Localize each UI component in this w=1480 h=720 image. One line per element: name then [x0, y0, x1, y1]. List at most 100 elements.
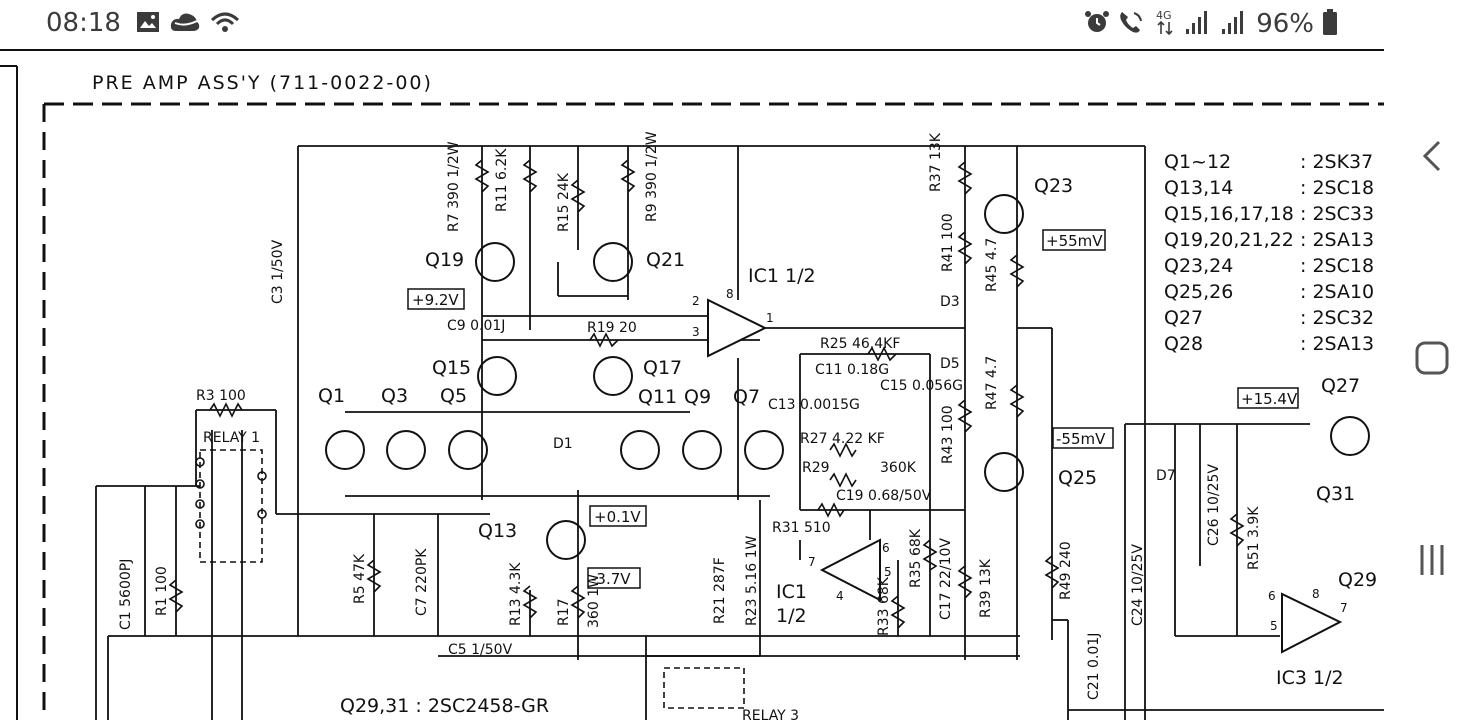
- resistor-label: R31 510: [772, 520, 831, 536]
- back-button[interactable]: [1402, 126, 1462, 186]
- parts-value: : 2SA13: [1300, 333, 1374, 355]
- parts-ref: Q19,20,21,22: [1164, 229, 1294, 251]
- resistor-label: R17: [556, 598, 572, 626]
- resistor-label: R25 46.4KF: [820, 336, 900, 352]
- transistor-label: Q27: [1321, 375, 1360, 397]
- capacitor-label: C3 1/50V: [270, 239, 286, 304]
- 4g-data-icon: 4G: [1154, 8, 1176, 40]
- resistor-label: R19 20: [587, 320, 637, 336]
- transistor-label: Q25: [1058, 467, 1097, 489]
- capacitor-label: C11 0.18G: [815, 362, 889, 378]
- volte-call-icon: [1118, 9, 1146, 39]
- transistor-label: Q17: [643, 357, 682, 379]
- pin-number: 8: [726, 287, 734, 301]
- capacitor-label: C17 22/10V: [938, 538, 954, 620]
- voltage-label: +15.4V: [1241, 390, 1298, 408]
- voltage-label: -3.7V: [591, 570, 631, 588]
- resistor-label: R47 4.7: [984, 356, 1000, 410]
- diode-label: D3: [940, 294, 960, 310]
- parts-ref: Q23,24: [1164, 255, 1233, 277]
- resistor-label: R35 68K: [908, 528, 924, 588]
- cloud-icon: [170, 11, 200, 37]
- pin-number: 7: [808, 555, 816, 569]
- status-bar: 08:18 4G 96%: [0, 0, 1384, 48]
- parts-value: : 2SA10: [1300, 281, 1374, 303]
- recents-button[interactable]: [1402, 530, 1462, 590]
- voltage-label: +55mV: [1046, 232, 1103, 250]
- battery-icon: [1322, 8, 1338, 40]
- resistor-label: R5 47K: [352, 553, 368, 604]
- diode-label: D1: [553, 436, 573, 452]
- transistor-label: Q1: [318, 385, 345, 407]
- parts-value: : 2SA13: [1300, 229, 1374, 251]
- three-lines-icon: [1420, 545, 1444, 575]
- capacitor-label: C5 1/50V: [448, 642, 513, 658]
- capacitor-label: C13 0.0015G: [768, 397, 860, 413]
- diode-label: D5: [940, 356, 960, 372]
- relay-label: RELAY 1: [203, 430, 260, 446]
- voltage-label: -55mV: [1056, 430, 1106, 448]
- resistor-label: R9 390 1/2W: [644, 131, 660, 222]
- transistor-label: Q29: [1338, 569, 1377, 591]
- pin-number: 1: [766, 311, 774, 325]
- ic-label: IC1 1/2: [748, 265, 816, 287]
- parts-ref: Q15,16,17,18: [1164, 203, 1294, 225]
- parts-value: : 2SC18: [1300, 255, 1374, 277]
- resistor-label: R37 13K: [928, 132, 944, 192]
- schematic-image[interactable]: PRE AMP ASS'Y (711-0022-00): [0, 48, 1384, 720]
- voltage-label: +0.1V: [594, 508, 641, 526]
- capacitor-label: C24 10/25V: [1130, 544, 1146, 626]
- alarm-icon: [1084, 9, 1110, 39]
- signal-icon: [1184, 9, 1212, 39]
- pin-number: 6: [882, 541, 890, 555]
- resistor-label: R49 240: [1058, 541, 1074, 600]
- relay-label: RELAY 3: [742, 708, 799, 720]
- pin-number: 5: [1270, 619, 1278, 633]
- resistor-label: R41 100: [940, 213, 956, 272]
- transistor-label: Q11: [638, 386, 677, 408]
- gallery-icon: [136, 11, 160, 37]
- transistor-label: Q23: [1034, 175, 1073, 197]
- capacitor-label: C21 0.01J: [1086, 633, 1102, 700]
- capacitor-label: C19 0.68/50V: [836, 488, 932, 504]
- resistor-label: R29: [802, 460, 830, 476]
- parts-value: : 2SC32: [1300, 307, 1374, 329]
- capacitor-label: C15 0.056G: [880, 378, 963, 394]
- transistor-label: Q21: [646, 249, 685, 271]
- resistor-label: R13 4.3K: [508, 562, 524, 626]
- resistor-label: R11 6.2K: [494, 148, 510, 212]
- resistor-label: 360K: [880, 460, 917, 476]
- resistor-label: R3 100: [196, 388, 246, 404]
- schematic-title: PRE AMP ASS'Y (711-0022-00): [92, 72, 433, 94]
- home-button[interactable]: [1402, 328, 1462, 388]
- voltage-label: +9.2V: [412, 291, 459, 309]
- ic-label: 1/2: [776, 605, 807, 627]
- pin-number: 5: [884, 565, 892, 579]
- pin-number: 7: [1340, 601, 1348, 615]
- battery-percentage: 96%: [1256, 9, 1314, 39]
- parts-ref: Q13,14: [1164, 177, 1233, 199]
- capacitor-label: C1 5600PJ: [118, 559, 134, 630]
- parts-ref: Q28: [1164, 333, 1203, 355]
- pin-number: 8: [1312, 587, 1320, 601]
- transistor-label: Q13: [478, 520, 517, 542]
- resistor-label: R15 24K: [556, 172, 572, 232]
- resistor-label: R33 68K: [876, 576, 892, 636]
- pin-number: 2: [692, 294, 700, 308]
- resistor-label: 360 1W: [586, 574, 602, 628]
- image-viewer[interactable]: PRE AMP ASS'Y (711-0022-00): [0, 48, 1384, 720]
- resistor-label: R45 4.7: [984, 238, 1000, 292]
- parts-ref: Q25,26: [1164, 281, 1233, 303]
- clock: 08:18: [46, 8, 121, 38]
- resistor-label: R1 100: [154, 566, 170, 616]
- svg-text:4G: 4G: [1156, 9, 1172, 22]
- schematic-footnote: Q29,31 : 2SC2458-GR: [340, 695, 549, 717]
- resistor-label: R21 287F: [712, 557, 728, 624]
- ic-label: IC3 1/2: [1276, 667, 1344, 689]
- transistor-label: Q31: [1316, 483, 1355, 505]
- transistor-label: Q15: [432, 357, 471, 379]
- chevron-left-icon: [1422, 140, 1441, 172]
- ic-label: IC1: [776, 581, 807, 603]
- capacitor-label: C9 0.01J: [447, 318, 505, 334]
- resistor-label: R7 390 1/2W: [446, 141, 462, 232]
